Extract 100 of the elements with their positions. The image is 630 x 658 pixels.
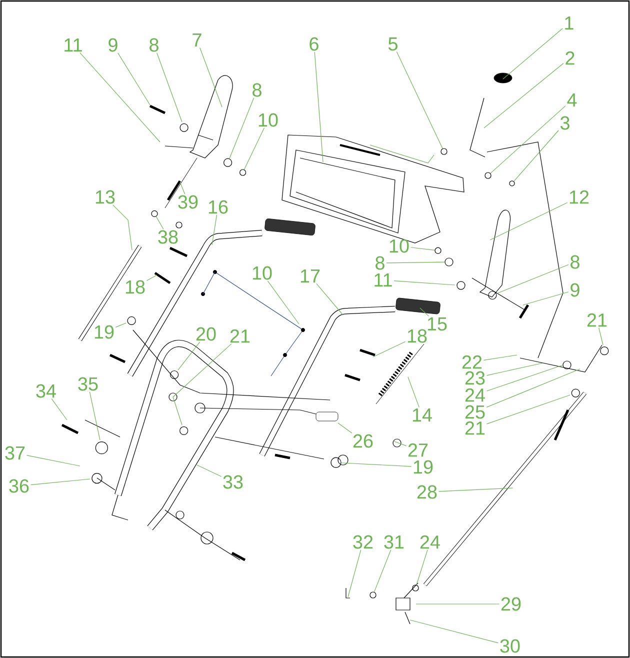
- callout-number: 38: [158, 230, 178, 244]
- callout-number: 35: [78, 377, 98, 391]
- leader-line: [200, 47, 222, 108]
- leader-line: [490, 202, 568, 240]
- callout-number: 8: [376, 256, 384, 270]
- leader-line: [156, 52, 182, 122]
- leader-line: [212, 214, 218, 246]
- callout-number: 3: [560, 116, 570, 130]
- nut-symbol: [412, 584, 419, 592]
- leader-line: [502, 28, 563, 80]
- callout-number: 13: [96, 190, 115, 204]
- nut-symbol: [224, 158, 232, 167]
- leader-line: [486, 394, 570, 424]
- leader-line: [267, 280, 300, 324]
- callout-number: 19: [414, 460, 433, 474]
- callout-number: 28: [417, 485, 437, 499]
- leader-line: [514, 130, 559, 182]
- leader-line: [386, 262, 445, 264]
- callout-number: 36: [9, 479, 29, 493]
- callout-number: 4: [567, 94, 577, 107]
- leader-line: [115, 322, 126, 328]
- leader-line: [392, 440, 407, 446]
- nut-symbol: [509, 180, 515, 186]
- leader-line: [416, 550, 428, 586]
- callout-number: 11: [374, 274, 392, 287]
- leader-line: [26, 455, 80, 466]
- callout-number: 23: [465, 371, 485, 385]
- leader-line: [118, 52, 150, 106]
- nut-symbol: [444, 258, 454, 266]
- leader-line: [89, 392, 100, 440]
- leader-line: [396, 52, 443, 149]
- callout-number: 18: [408, 329, 427, 343]
- callout-number: 24: [420, 535, 440, 549]
- leader-line: [341, 462, 412, 467]
- callout-number: 6: [310, 37, 318, 51]
- callout-number: 21: [587, 313, 607, 327]
- callout-number: 30: [500, 639, 520, 653]
- leader-line: [196, 464, 222, 477]
- callout-number: 21: [465, 421, 485, 435]
- leader-line: [522, 292, 569, 306]
- nut-symbol: [151, 210, 158, 217]
- callout-number: 10: [252, 266, 272, 280]
- leader-line: [410, 620, 499, 644]
- leader-line: [410, 247, 436, 251]
- leader-line: [348, 550, 362, 598]
- callout-number: 31: [384, 535, 404, 549]
- callout-number: 11: [64, 38, 82, 52]
- callout-number: 7: [192, 34, 202, 47]
- callout-number: 8: [570, 255, 580, 269]
- leader-line: [486, 362, 544, 376]
- nut-symbol: [330, 457, 342, 468]
- callout-number: 22: [462, 355, 482, 369]
- nut-symbol: [440, 148, 448, 155]
- leader-line: [372, 341, 406, 358]
- leader-line: [598, 328, 604, 346]
- nut-symbol: [240, 169, 246, 176]
- leader-line: [172, 344, 232, 426]
- leader-line: [80, 52, 160, 142]
- nut-symbol: [370, 592, 376, 598]
- leader-line: [486, 368, 580, 408]
- nut-symbol: [484, 172, 492, 179]
- leader-line: [244, 128, 264, 170]
- leader-line: [394, 280, 456, 286]
- callout-number: 20: [196, 327, 216, 341]
- callout-number: 21: [230, 329, 250, 343]
- callout-number: 37: [5, 446, 25, 460]
- callout-number: 19: [94, 325, 114, 339]
- callout-number: 9: [108, 38, 118, 52]
- leader-line: [486, 364, 564, 392]
- leader-line: [484, 62, 564, 128]
- leader-line: [51, 398, 68, 420]
- leader-line: [438, 488, 514, 492]
- callout-number: 26: [353, 434, 373, 448]
- callout-number: 24: [465, 388, 485, 402]
- leader-line: [30, 478, 90, 486]
- callout-number: 15: [428, 317, 447, 331]
- leader-line: [180, 182, 186, 194]
- leader-line: [146, 274, 158, 281]
- leader-line: [229, 98, 254, 159]
- leader-line: [316, 283, 344, 316]
- callout-number: 27: [408, 443, 428, 457]
- leader-line: [408, 376, 420, 408]
- callout-number: 33: [223, 475, 243, 489]
- leader-line: [490, 106, 566, 174]
- leader-line: [420, 308, 429, 316]
- leader-line: [483, 354, 518, 360]
- nut-symbol: [434, 247, 442, 254]
- leader-line: [338, 422, 352, 434]
- callout-number: 14: [412, 408, 432, 422]
- callout-number: 5: [388, 37, 398, 51]
- callout-number: 1: [565, 16, 574, 30]
- leader-line: [374, 550, 392, 592]
- callout-number: 39: [178, 195, 198, 209]
- callout-number: 10: [390, 239, 409, 253]
- callout-number: 2: [566, 51, 574, 65]
- callout-number: 17: [300, 270, 320, 283]
- callout-number: 8: [252, 83, 262, 97]
- callout-number: 16: [208, 200, 228, 214]
- callout-number: 9: [570, 283, 580, 297]
- callout-number: 8: [150, 38, 158, 52]
